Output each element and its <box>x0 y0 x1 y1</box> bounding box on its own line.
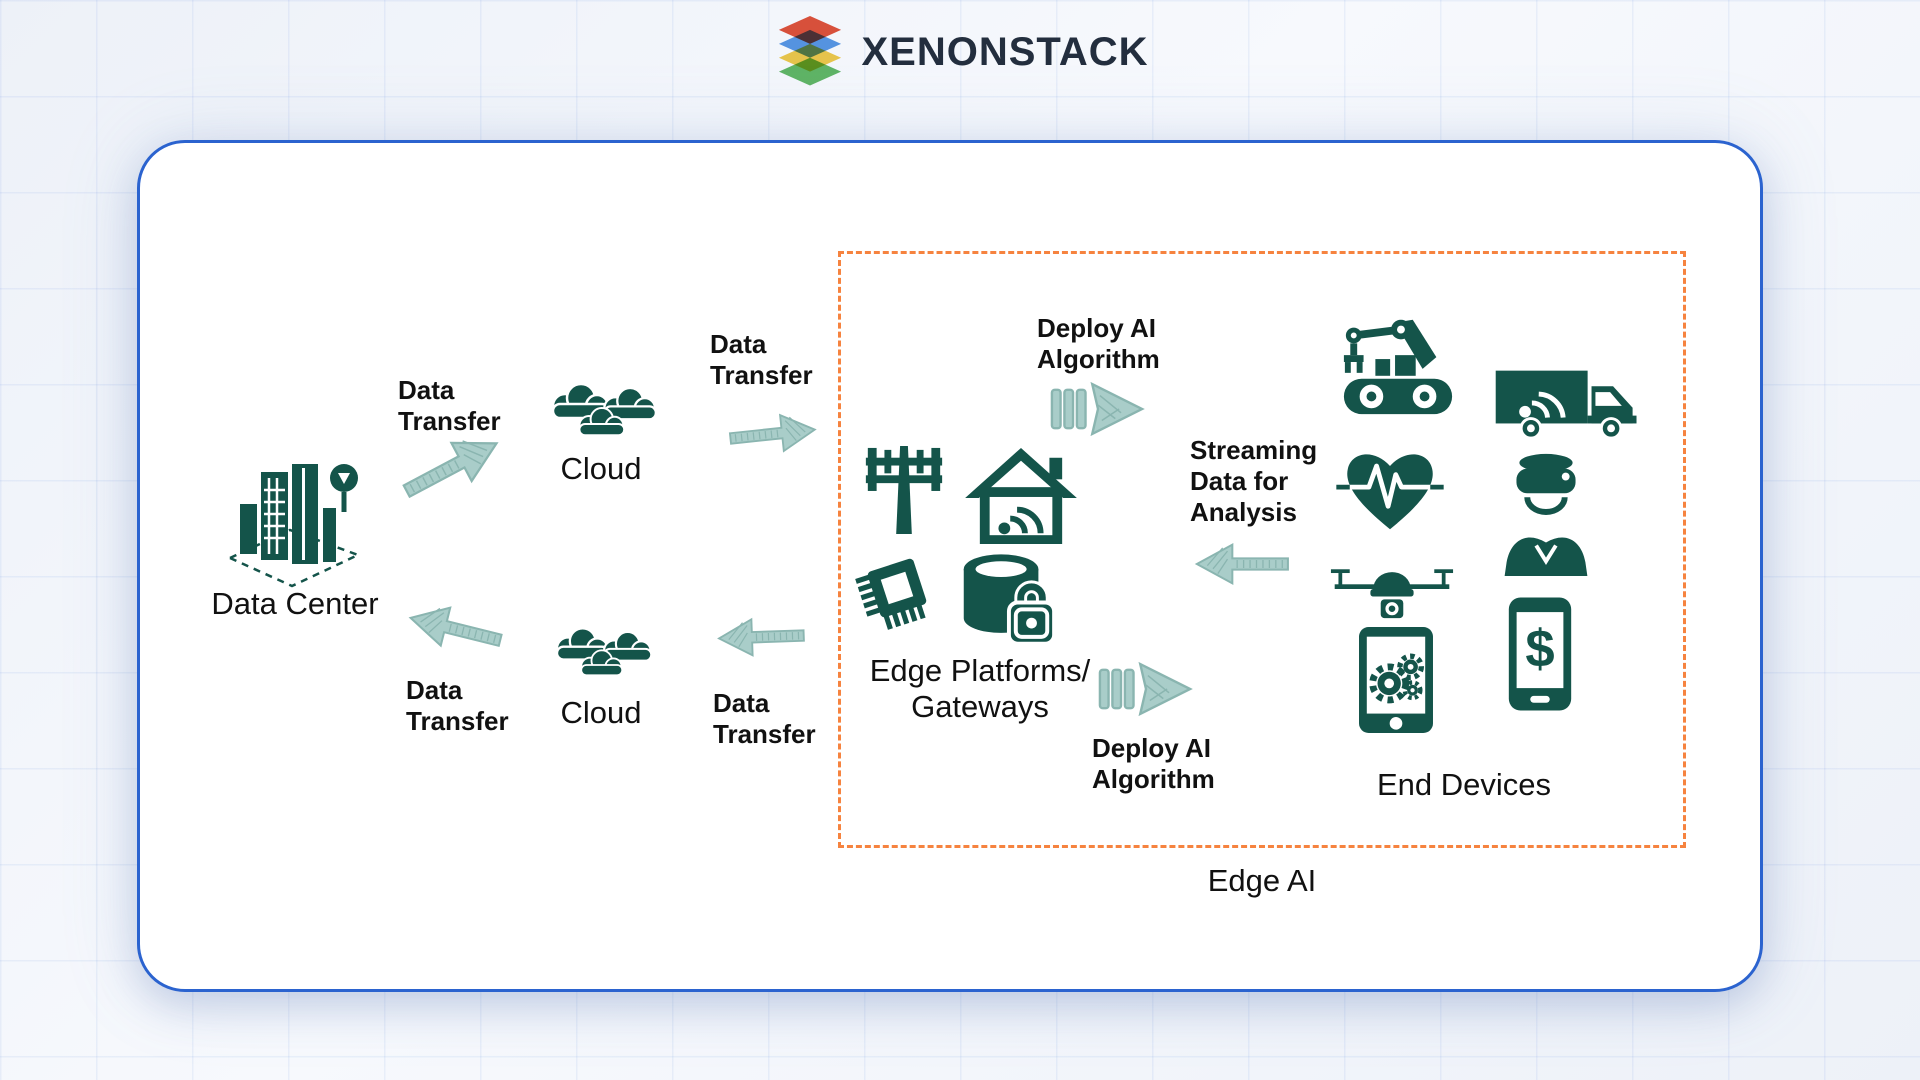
cell-tower-icon <box>860 440 948 538</box>
deploy-arrow-bottom-icon <box>1098 658 1194 720</box>
transfer-arrow-right-icon <box>725 400 821 467</box>
heart-ekg-icon <box>1336 443 1444 535</box>
microchip-icon <box>854 543 940 633</box>
cloud-top-icon <box>545 376 657 448</box>
drone-icon <box>1330 558 1454 620</box>
svg-text:$: $ <box>1525 620 1554 679</box>
transfer-arrow-left-icon <box>715 606 807 667</box>
transfer-arrow-up-left-icon <box>399 584 511 674</box>
deploy-arrow-top-icon <box>1050 378 1146 440</box>
streaming-arrow-left-icon <box>1192 535 1292 593</box>
end-devices-label: End Devices <box>1376 767 1552 802</box>
connected-truck-icon <box>1490 355 1652 443</box>
edge-ai-boundary <box>838 251 1686 848</box>
smart-home-wifi-icon <box>960 446 1082 544</box>
cloud-top-label: Cloud <box>560 451 642 486</box>
data-center-label: Data Center <box>211 586 379 621</box>
deploy-ai-label-bottom: Deploy AI Algorithm <box>1092 733 1215 794</box>
edge-platforms-label: Edge Platforms/ Gateways <box>869 653 1091 724</box>
data-transfer-label-top-mid: Data Transfer <box>710 329 813 390</box>
vr-headset-person-icon <box>1496 448 1596 578</box>
data-transfer-label-bottom-mid: Data Transfer <box>713 688 816 749</box>
data-transfer-label-bottom-left: Data Transfer <box>406 675 509 736</box>
robotic-arm-conveyor-icon <box>1338 305 1458 422</box>
cloud-bottom-icon <box>548 621 654 687</box>
streaming-data-label: Streaming Data for Analysis <box>1190 435 1318 527</box>
secure-database-icon <box>950 543 1060 660</box>
cloud-bottom-label: Cloud <box>560 695 642 730</box>
xenonstack-logo-icon <box>771 16 849 88</box>
data-center-icon <box>220 438 365 590</box>
data-transfer-label-top-left: Data Transfer <box>398 375 501 436</box>
transfer-arrow-up-right-icon <box>387 410 516 524</box>
brand-header: XENONSTACK <box>0 16 1920 88</box>
mobile-payment-icon: $ <box>1502 595 1578 713</box>
deploy-ai-label-top: Deploy AI Algorithm <box>1037 313 1160 374</box>
tablet-gears-icon <box>1348 625 1444 735</box>
brand-name: XENONSTACK <box>861 29 1149 74</box>
edge-ai-label: Edge AI <box>1207 863 1317 898</box>
diagram-card: Data Center Data Transfer Cloud <box>137 140 1763 992</box>
